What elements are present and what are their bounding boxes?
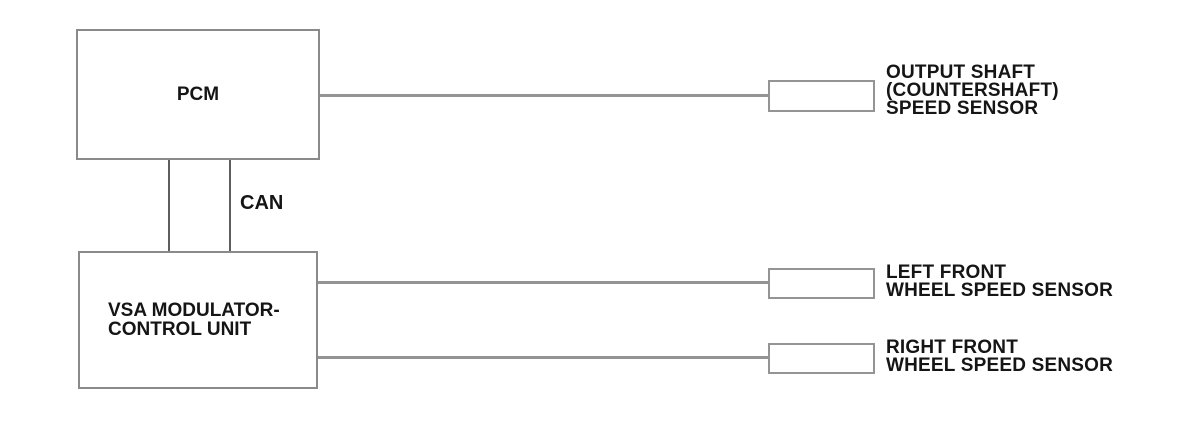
vsa-label-line-2: CONTROL UNIT bbox=[108, 319, 252, 340]
connector-vsa-to-left-front-sensor bbox=[318, 281, 768, 284]
right-front-sensor-box bbox=[768, 343, 875, 374]
output-shaft-sensor-label-line-2: (COUNTERSHAFT) bbox=[886, 80, 1059, 101]
left-front-sensor-label-line-1: LEFT FRONT bbox=[886, 262, 1007, 283]
right-front-sensor-label: RIGHT FRONT WHEEL SPEED SENSOR bbox=[886, 337, 1114, 376]
left-front-sensor-label-line-2: WHEEL SPEED SENSOR bbox=[886, 280, 1114, 301]
output-shaft-sensor-label-line-3: SPEED SENSOR bbox=[886, 98, 1039, 119]
vsa-label-line-1: VSA MODULATOR- bbox=[108, 300, 280, 321]
can-label: CAN bbox=[240, 192, 284, 214]
output-shaft-sensor-label: OUTPUT SHAFT (COUNTERSHAFT) SPEED SENSOR bbox=[886, 62, 1059, 119]
output-shaft-sensor-label-line-1: OUTPUT SHAFT bbox=[886, 62, 1036, 83]
right-front-sensor-label-line-1: RIGHT FRONT bbox=[886, 337, 1019, 358]
pcm-label: PCM bbox=[176, 83, 220, 105]
connector-pcm-to-output-shaft-sensor bbox=[320, 94, 768, 97]
right-front-sensor-label-line-2: WHEEL SPEED SENSOR bbox=[886, 355, 1114, 376]
left-front-sensor-box bbox=[768, 268, 875, 299]
pcm-box: PCM bbox=[76, 29, 320, 160]
can-bus-line-left bbox=[168, 160, 170, 252]
connector-vsa-to-right-front-sensor bbox=[318, 356, 768, 359]
output-shaft-sensor-box bbox=[768, 80, 875, 112]
can-bus-line-right bbox=[229, 160, 231, 252]
vsa-modulator-box: VSA MODULATOR- CONTROL UNIT bbox=[78, 251, 318, 389]
left-front-sensor-label: LEFT FRONT WHEEL SPEED SENSOR bbox=[886, 262, 1114, 301]
